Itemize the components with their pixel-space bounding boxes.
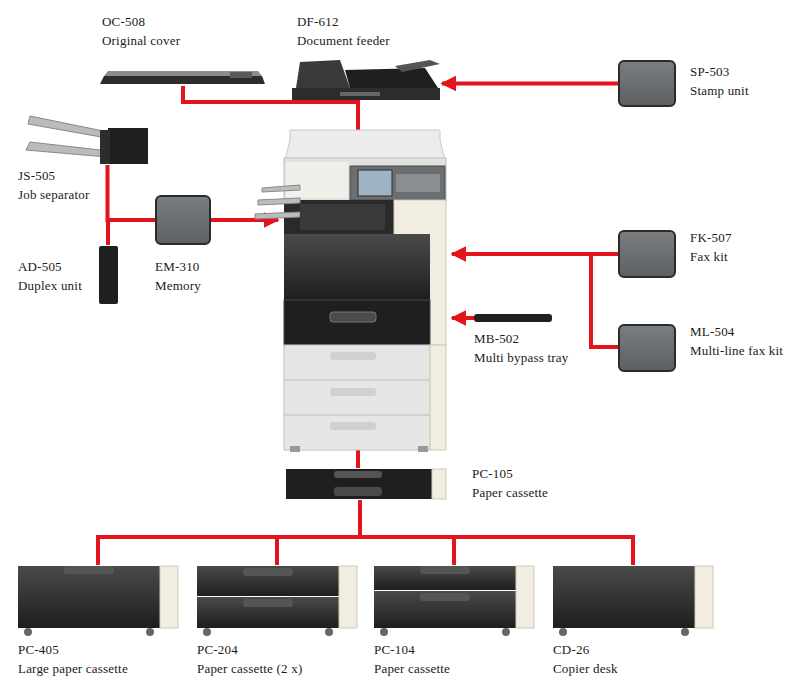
option-label: PC-104Paper cassette [374,640,450,678]
part-name: Duplex unit [18,276,82,295]
part-name: Multi bypass tray [474,348,568,367]
part-number: EM-310 [155,257,201,276]
option-label: EM-310Memory [155,257,201,295]
option-unit: AD-505Duplex unit [98,245,118,305]
part-name: Multi-line fax kit [690,341,783,360]
part-number: MB-502 [474,329,568,348]
part-name: Job separator [18,185,90,204]
part-number: AD-505 [18,257,82,276]
part-number: SP-503 [690,62,749,81]
option-unit: PC-105Paper cassette [286,468,434,500]
option-unit: PC-204Paper cassette (2 x) [197,565,357,629]
part-number: PC-204 [197,640,302,659]
option-unit: CD-26Copier desk [553,565,713,629]
option-unit: PC-104Paper cassette [374,565,534,629]
connector [442,82,618,86]
option-label: OC-508Original cover [102,12,180,50]
option-unit: OC-508Original cover [100,70,266,86]
part-number: FK-507 [690,228,732,247]
option-label: AD-505Duplex unit [18,257,82,295]
part-name: Memory [155,276,201,295]
part-name: Paper cassette [374,659,450,678]
connector [108,165,156,220]
part-name: Large paper cassette [18,659,128,678]
option-unit: MB-502Multi bypass tray [474,313,552,323]
option-unit: JS-505Job separator [25,115,150,165]
part-number: CD-26 [553,640,618,659]
connector [360,500,454,565]
part-number: PC-405 [18,640,128,659]
option-label: MB-502Multi bypass tray [474,329,568,367]
option-label: DF-612Document feeder [297,12,390,50]
part-number: OC-508 [102,12,180,31]
copier [255,130,446,452]
option-unit: EM-310Memory [155,195,211,245]
option-label: CD-26Copier desk [553,640,618,678]
option-unit: ML-504Multi-line fax kit [618,324,676,372]
option-label: FK-507Fax kit [690,228,732,266]
connector [277,500,360,565]
connector [108,220,155,245]
option-unit: DF-612Document feeder [290,58,442,101]
part-name: Paper cassette [472,483,548,502]
cassette-picture [18,566,713,636]
option-unit: SP-503Stamp unit [618,60,676,107]
option-picture [26,60,675,499]
part-name: Paper cassette (2 x) [197,659,302,678]
part-name: Fax kit [690,247,732,266]
option-unit: FK-507Fax kit [618,230,676,278]
part-number: PC-105 [472,464,548,483]
option-label: SP-503Stamp unit [690,62,749,100]
part-name: Stamp unit [690,81,749,100]
part-name: Document feeder [297,31,390,50]
connector [98,500,360,565]
option-label: PC-405Large paper cassette [18,640,128,678]
option-label: ML-504Multi-line fax kit [690,322,783,360]
wire [183,86,618,468]
part-number: ML-504 [690,322,783,341]
part-number: DF-612 [297,12,390,31]
option-label: PC-105Paper cassette [472,464,548,502]
part-number: JS-505 [18,166,90,185]
option-unit: PC-405Large paper cassette [18,565,178,629]
part-number: PC-104 [374,640,450,659]
part-name: Copier desk [553,659,618,678]
part-name: Original cover [102,31,180,50]
connector [360,500,633,565]
option-label: PC-204Paper cassette (2 x) [197,640,302,678]
option-label: JS-505Job separator [18,166,90,204]
